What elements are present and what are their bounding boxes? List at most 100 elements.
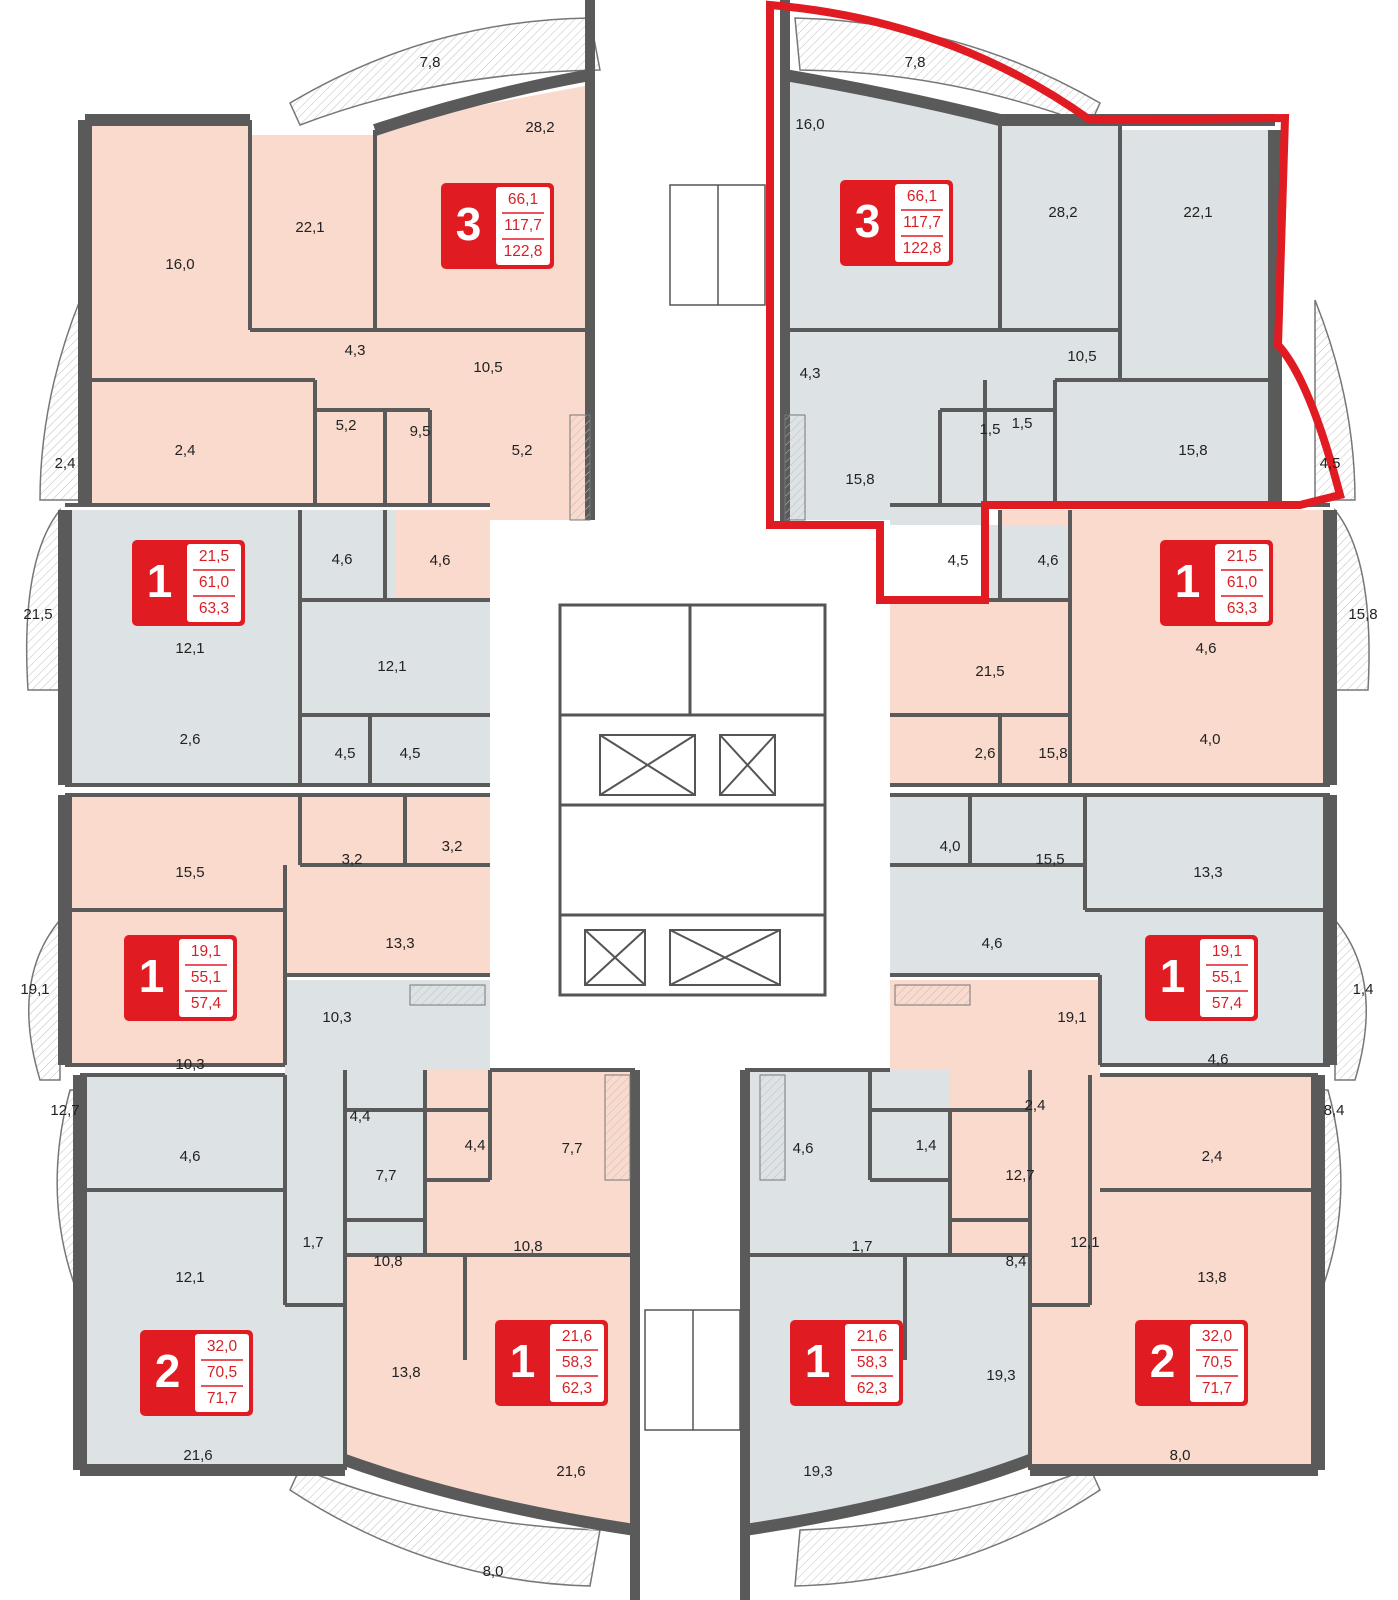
- badge-area-value: 55,1: [191, 969, 221, 986]
- room-area-label: 5,2: [336, 417, 357, 434]
- room-area-label: 4,6: [982, 935, 1003, 952]
- room-area-label: 16,0: [795, 116, 824, 133]
- room-fill-4-6-left: [395, 510, 490, 600]
- balcony-right-2: [1334, 917, 1367, 1081]
- badge-area-value: 32,0: [207, 1338, 238, 1355]
- apartment-badge-br1[interactable]: 1 21,6 58,3 62,3: [790, 1320, 903, 1406]
- room-area-label: 4,5: [400, 745, 421, 762]
- room-area-label: 22,1: [1183, 204, 1212, 221]
- room-area-label: 4,6: [1196, 640, 1217, 657]
- room-area-label: 5,2: [512, 442, 533, 459]
- balcony-top-left: [289, 17, 601, 126]
- badge-room-count: 2: [155, 1345, 181, 1397]
- room-area-label: 13,8: [1197, 1269, 1226, 1286]
- room-area-label: 19,3: [803, 1463, 832, 1480]
- room-area-label: 15,8: [1348, 606, 1377, 623]
- room-area-label: 4,5: [335, 745, 356, 762]
- badge-area-value: 63,3: [199, 600, 229, 617]
- room-area-label: 2,4: [55, 455, 76, 472]
- room-area-label: 12,1: [1070, 1234, 1099, 1251]
- badge-room-count: 2: [1150, 1335, 1176, 1387]
- room-area-label: 4,6: [793, 1140, 814, 1157]
- badge-area-panel: [496, 187, 550, 265]
- room-area-label: 1,7: [303, 1234, 324, 1251]
- room-area-label: 12,7: [1005, 1167, 1034, 1184]
- apartment-badge-bl2[interactable]: 2 32,0 70,5 71,7: [140, 1330, 253, 1416]
- badge-area-value: 61,0: [1227, 574, 1258, 591]
- badge-area-value: 32,0: [1202, 1328, 1233, 1345]
- badge-room-count: 1: [805, 1335, 831, 1387]
- badge-room-count: 1: [1175, 555, 1201, 607]
- room-area-label: 4,6: [430, 552, 451, 569]
- badge-area-value: 66,1: [907, 188, 937, 205]
- elevator-shafts: [584, 734, 781, 986]
- badge-area-panel: [179, 939, 233, 1017]
- badge-area-value: 19,1: [191, 943, 221, 960]
- badge-area-value: 70,5: [1202, 1354, 1232, 1371]
- badge-area-value: 122,8: [903, 240, 942, 257]
- room-area-label: 21,5: [975, 663, 1004, 680]
- badge-area-value: 58,3: [857, 1354, 887, 1371]
- room-area-label: 10,3: [175, 1056, 204, 1073]
- room-area-label: 8,4: [1006, 1253, 1027, 1270]
- room-area-label: 2,4: [175, 442, 196, 459]
- badge-area-panel: [845, 1324, 899, 1402]
- room-area-label: 15,5: [175, 864, 204, 881]
- badge-area-value: 57,4: [1212, 995, 1243, 1012]
- room-area-label: 12,7: [50, 1102, 79, 1119]
- badge-area-value: 55,1: [1212, 969, 1242, 986]
- badge-area-value: 63,3: [1227, 600, 1257, 617]
- room-area-label: 1,4: [916, 1137, 937, 1154]
- room-area-label: 8,4: [1324, 1102, 1345, 1119]
- room-area-label: 15,8: [845, 471, 874, 488]
- badge-area-value: 117,7: [504, 217, 542, 234]
- badge-area-value: 21,6: [857, 1328, 887, 1345]
- room-area-label: 8,0: [483, 1563, 504, 1580]
- badge-area-value: 21,6: [562, 1328, 592, 1345]
- building-core: [490, 184, 890, 1431]
- room-area-label: 12,1: [175, 640, 204, 657]
- room-area-label: 4,4: [465, 1137, 486, 1154]
- badge-area-value: 58,3: [562, 1354, 592, 1371]
- apartment-fill-br1: [745, 1070, 1030, 1530]
- elevator-block: [558, 603, 827, 997]
- room-area-label: 1,7: [852, 1238, 873, 1255]
- room-area-label: 4,3: [800, 365, 821, 382]
- badge-area-value: 21,5: [1227, 548, 1257, 565]
- room-area-label: 4,0: [940, 838, 961, 855]
- badge-area-value: 62,3: [857, 1380, 887, 1397]
- room-area-label: 10,8: [513, 1238, 542, 1255]
- room-area-label: 21,6: [556, 1463, 585, 1480]
- room-area-label: 1,4: [1353, 981, 1374, 998]
- room-area-label: 9,5: [410, 423, 431, 440]
- room-area-label: 13,8: [391, 1364, 420, 1381]
- room-area-label: 1,5: [980, 421, 1001, 438]
- badge-area-value: 66,1: [508, 191, 538, 208]
- room-area-label: 28,2: [1048, 204, 1077, 221]
- room-area-label: 7,8: [420, 54, 441, 71]
- badge-room-count: 3: [456, 198, 482, 250]
- room-area-label: 4,6: [332, 551, 353, 568]
- room-area-label: 2,6: [975, 745, 996, 762]
- balcony-left-top: [39, 299, 81, 501]
- badge-area-value: 70,5: [207, 1364, 237, 1381]
- badge-area-value: 62,3: [562, 1380, 592, 1397]
- badge-area-value: 21,5: [199, 548, 229, 565]
- apartment-badge-r1[interactable]: 1 21,5 61,0 63,3: [1160, 540, 1273, 626]
- room-area-label: 10,5: [1067, 348, 1096, 365]
- room-area-label: 19,1: [20, 981, 49, 998]
- room-area-label: 21,5: [23, 606, 52, 623]
- badge-area-value: 71,7: [207, 1390, 237, 1407]
- room-area-label: 2,6: [180, 731, 201, 748]
- badge-area-panel: [895, 184, 949, 262]
- room-area-label: 22,1: [295, 219, 324, 236]
